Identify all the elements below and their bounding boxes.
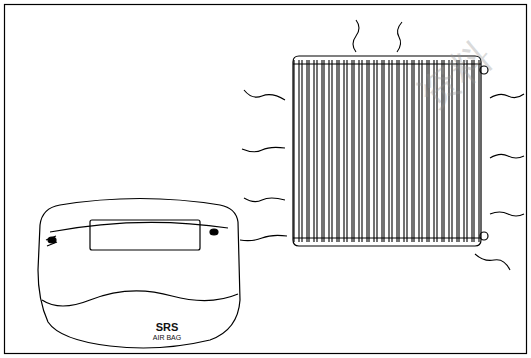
brand-subtext: AIR BAG [153, 334, 181, 341]
airbag-module [38, 199, 240, 349]
heat-lines [240, 20, 524, 270]
frame [5, 5, 527, 354]
brand-text: SRS [156, 322, 179, 333]
